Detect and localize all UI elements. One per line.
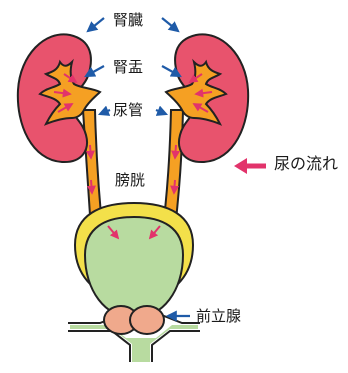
- prostate: [104, 306, 164, 334]
- kidney-pointer-left: [88, 18, 104, 31]
- urine-flow-legend-arrow: [234, 158, 266, 174]
- label-urine-flow: 尿の流れ: [274, 156, 338, 172]
- kidney-pointer-right: [162, 18, 178, 31]
- ureter-pointer-right: [156, 110, 166, 114]
- label-kidney: 腎臓: [113, 13, 143, 28]
- bladder: [85, 217, 183, 318]
- ureter-pointer-left: [100, 110, 110, 114]
- label-ureter: 尿管: [113, 103, 143, 118]
- label-bladder: 膀胱: [115, 173, 145, 188]
- label-prostate: 前立腺: [196, 309, 241, 324]
- label-renal-pelvis: 腎盂: [113, 60, 143, 75]
